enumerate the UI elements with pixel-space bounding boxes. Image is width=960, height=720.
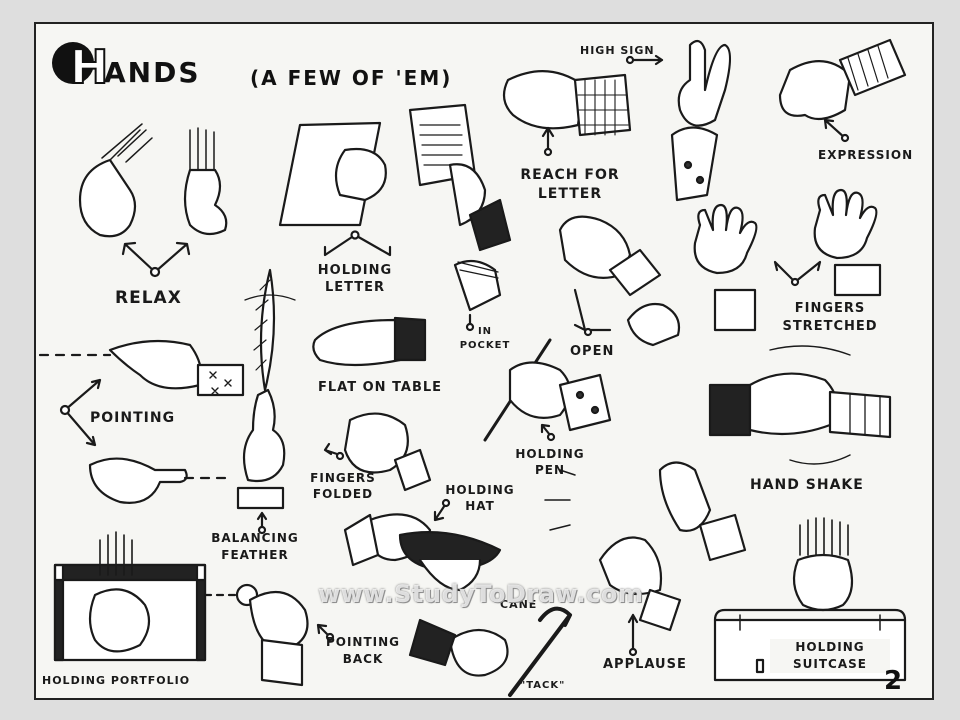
fingers-stretched-drawing <box>693 188 882 332</box>
reach-for-letter-drawing <box>502 70 632 157</box>
label-balancing-feather: BALANCING FEATHER <box>211 531 299 562</box>
label-pointing: POINTING <box>90 410 176 426</box>
hand-shake-drawing <box>708 345 892 465</box>
pointing-drawing <box>38 339 245 504</box>
label-high-sign: HIGH SIGN <box>580 44 655 57</box>
holding-hat-drawing <box>343 498 502 592</box>
label-holding-suitcase: HOLDING SUITCASE <box>770 639 890 673</box>
label-holding-letter: HOLDING LETTER <box>317 263 393 295</box>
label-fingers-folded: FINGERS FOLDED <box>310 471 376 501</box>
fingers-folded-drawing <box>323 412 432 492</box>
label-cane: CANE <box>500 598 538 611</box>
title-ball-decoration <box>52 42 94 84</box>
label-expression: EXPRESSION <box>818 148 914 162</box>
title-rest: ANDS <box>104 56 201 89</box>
relax-hands-drawing <box>78 123 228 278</box>
expression-drawing <box>778 38 907 143</box>
open-hands-drawing <box>558 215 681 347</box>
high-sign-drawing <box>625 39 732 202</box>
label-pointing-back: POINTING BACK <box>325 635 401 666</box>
cane-drawing <box>408 606 572 697</box>
subtitle: (A FEW OF 'EM) <box>250 66 453 90</box>
holding-letter-drawing <box>278 103 512 257</box>
in-pocket-drawing <box>453 259 502 332</box>
pointing-back-drawing <box>203 583 335 687</box>
watermark: www.StudyToDraw.com <box>318 580 644 608</box>
flat-on-table-drawing <box>312 316 427 367</box>
label-open: OPEN <box>570 344 615 359</box>
label-hand-shake: HAND SHAKE <box>750 477 864 493</box>
balancing-feather-drawing <box>236 268 296 535</box>
label-in-pocket: IN POCKET <box>459 326 511 351</box>
label-applause: APPLAUSE <box>603 657 687 672</box>
label-holding-hat: HOLDING HAT <box>445 483 515 513</box>
label-fingers-stretched: FINGERS STRETCHED <box>782 301 878 334</box>
label-reach-for-letter: REACH FOR LETTER <box>520 167 620 202</box>
applause-drawing <box>544 461 747 657</box>
label-flat-on-table: FLAT ON TABLE <box>318 380 443 395</box>
label-holding-portfolio: HOLDING PORTFOLIO <box>42 674 191 687</box>
label-relax: RELAX <box>115 288 182 308</box>
holding-pen-drawing <box>483 338 612 442</box>
holding-portfolio-drawing <box>53 531 207 662</box>
label-holding-pen: HOLDING PEN <box>515 447 585 477</box>
artist-signature: "TACK" <box>520 680 566 691</box>
page-number: 2 <box>884 666 903 696</box>
title-first-letter: H <box>69 39 109 95</box>
